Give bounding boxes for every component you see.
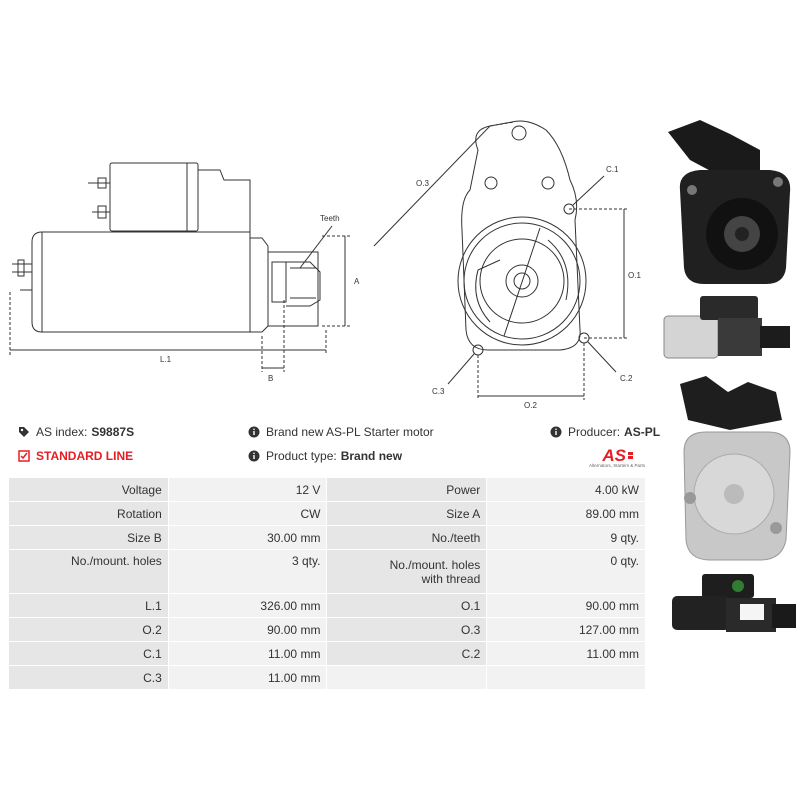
description: Brand new AS-PL Starter motor	[248, 425, 434, 439]
as-index-value: S9887S	[91, 425, 135, 439]
spec-value: 30.00 mm	[167, 525, 328, 550]
spec-value: 90.00 mm	[486, 593, 646, 618]
standard-line-label: STANDARD LINE	[36, 449, 134, 463]
spec-label: C.3	[8, 665, 169, 690]
spec-value: 127.00 mm	[486, 617, 646, 642]
logo-mark: AS	[601, 446, 626, 465]
spec-label: C.2	[326, 641, 488, 666]
spec-value: 11.00 mm	[167, 641, 328, 666]
o2-label: O.2	[524, 401, 537, 410]
tags-icon	[19, 427, 29, 437]
spec-label: No./mount. holes with thread	[326, 549, 488, 594]
photo-front-view	[668, 120, 791, 284]
spec-value: CW	[167, 501, 328, 526]
spec-value: 90.00 mm	[167, 617, 328, 642]
spec-value: 11.00 mm	[167, 665, 328, 690]
photo-side-view	[663, 296, 790, 359]
spec-value-empty	[486, 665, 646, 690]
product-type-value: Brand new	[340, 449, 403, 463]
table-row: L.1 326.00 mm O.1 90.00 mm	[8, 593, 646, 618]
spec-value: 4.00 kW	[486, 477, 646, 502]
table-row: O.2 90.00 mm O.3 127.00 mm	[8, 617, 646, 642]
table-row: Voltage 12 V Power 4.00 kW	[8, 477, 646, 502]
spec-label: Size A	[326, 501, 488, 526]
as-pl-logo: AS	[601, 446, 633, 465]
table-row: Size B 30.00 mm No./teeth 9 qty.	[8, 525, 646, 550]
table-row: C.3 11.00 mm	[8, 665, 646, 690]
table-row: Rotation CW Size A 89.00 mm	[8, 501, 646, 526]
spec-label: O.1	[326, 593, 488, 618]
spec-label: No./mount. holes	[8, 549, 169, 594]
checkbox-icon	[18, 450, 30, 462]
spec-label-empty	[326, 665, 488, 690]
info-icon	[248, 450, 260, 462]
photo-side-view-2	[672, 574, 796, 632]
c2-label: C.2	[620, 374, 633, 383]
spec-value: 3 qty.	[167, 549, 328, 594]
c3-label: C.3	[432, 387, 445, 396]
size-a-label: A	[354, 277, 360, 286]
spec-label: Voltage	[8, 477, 169, 502]
technical-drawing: Teeth A B L.1 O.1 O.2 O.3 C.1 C.2 C.3	[9, 120, 641, 410]
photo-rear-view	[680, 376, 791, 561]
spec-value: 0 qty.	[486, 549, 646, 594]
product-type: Product type: Brand new	[248, 449, 402, 463]
producer-label: Producer:	[568, 425, 621, 439]
spec-value: 11.00 mm	[486, 641, 646, 666]
info-icon	[248, 426, 260, 438]
spec-value: 12 V	[167, 477, 328, 502]
info-icon	[550, 426, 562, 438]
logo-tagline: Alternators, Starters & Parts	[588, 463, 646, 468]
spec-value: 9 qty.	[486, 525, 646, 550]
description-text: Brand new AS-PL Starter motor	[266, 425, 434, 439]
product-type-label: Product type:	[266, 449, 337, 463]
producer: Producer: AS-PL	[550, 425, 660, 439]
producer-value: AS-PL	[624, 425, 661, 439]
teeth-label: Teeth	[320, 214, 340, 223]
table-row: C.1 11.00 mm C.2 11.00 mm	[8, 641, 646, 666]
table-row: No./mount. holes 3 qty. No./mount. holes…	[8, 549, 646, 594]
as-index: AS index: S9887S	[18, 425, 134, 439]
spec-label: Rotation	[8, 501, 169, 526]
product-photos	[663, 120, 796, 632]
o1-label: O.1	[628, 271, 641, 280]
spec-value: 89.00 mm	[486, 501, 646, 526]
size-b-label: B	[268, 374, 273, 383]
spec-label: O.3	[326, 617, 488, 642]
spec-label: O.2	[8, 617, 169, 642]
o3-label: O.3	[416, 179, 429, 188]
spec-label: No./teeth	[326, 525, 488, 550]
l1-label: L.1	[160, 355, 172, 364]
spec-label: C.1	[8, 641, 169, 666]
spec-value: 326.00 mm	[167, 593, 328, 618]
spec-table: Voltage 12 V Power 4.00 kW Rotation CW S…	[8, 477, 646, 690]
spec-label: Power	[326, 477, 488, 502]
as-index-label: AS index:	[36, 425, 88, 439]
spec-label: Size B	[8, 525, 169, 550]
standard-line: STANDARD LINE	[18, 449, 133, 463]
c1-label: C.1	[606, 165, 619, 174]
spec-label: L.1	[8, 593, 169, 618]
